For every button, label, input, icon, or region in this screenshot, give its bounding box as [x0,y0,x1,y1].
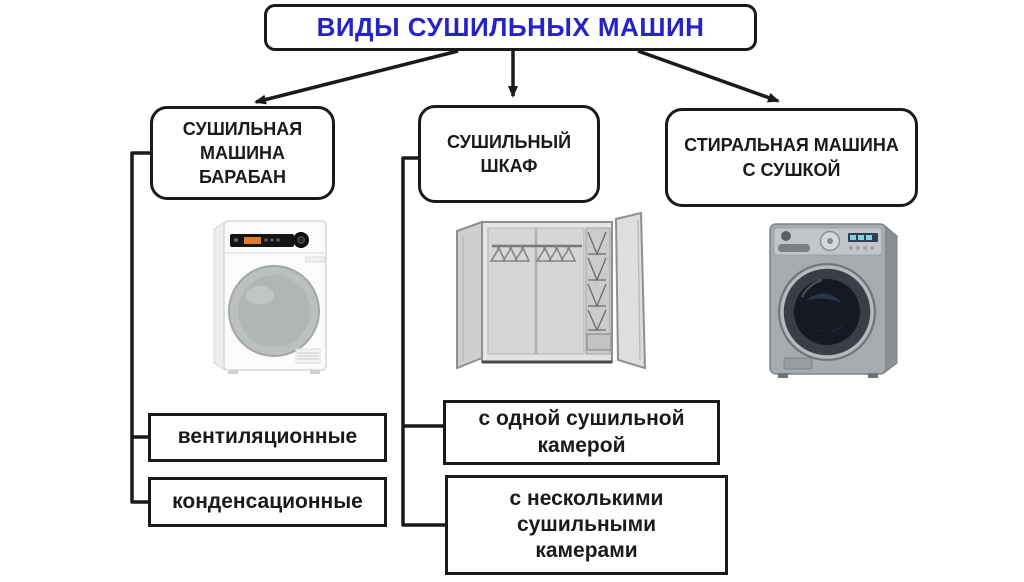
arrow-title-to-cat3 [637,49,780,103]
leaf-ventilated: вентиляционные [148,413,387,462]
category-washer-with-dryer: СТИРАЛЬНАЯ МАШИНА С СУШКОЙ [665,108,918,207]
washer-dryer-photo [769,223,898,378]
arrow-title-to-cat1 [254,49,459,105]
diagram-title: ВИДЫ СУШИЛЬНЫХ МАШИН [264,4,757,51]
connector-cat2-children [401,156,445,527]
tumble-dryer-photo [213,220,327,374]
category-drum-dryer: СУШИЛЬНАЯ МАШИНА БАРАБАН [150,106,335,200]
category-drying-cabinet: СУШИЛЬНЫЙ ШКАФ [418,105,600,203]
leaf-condensing: конденсационные [148,477,387,527]
leaf-single-chamber: с одной сушильной камерой [443,400,720,465]
drying-cabinet-photo [456,211,647,370]
leaf-multi-chamber: с несколькими сушильными камерами [445,475,728,575]
